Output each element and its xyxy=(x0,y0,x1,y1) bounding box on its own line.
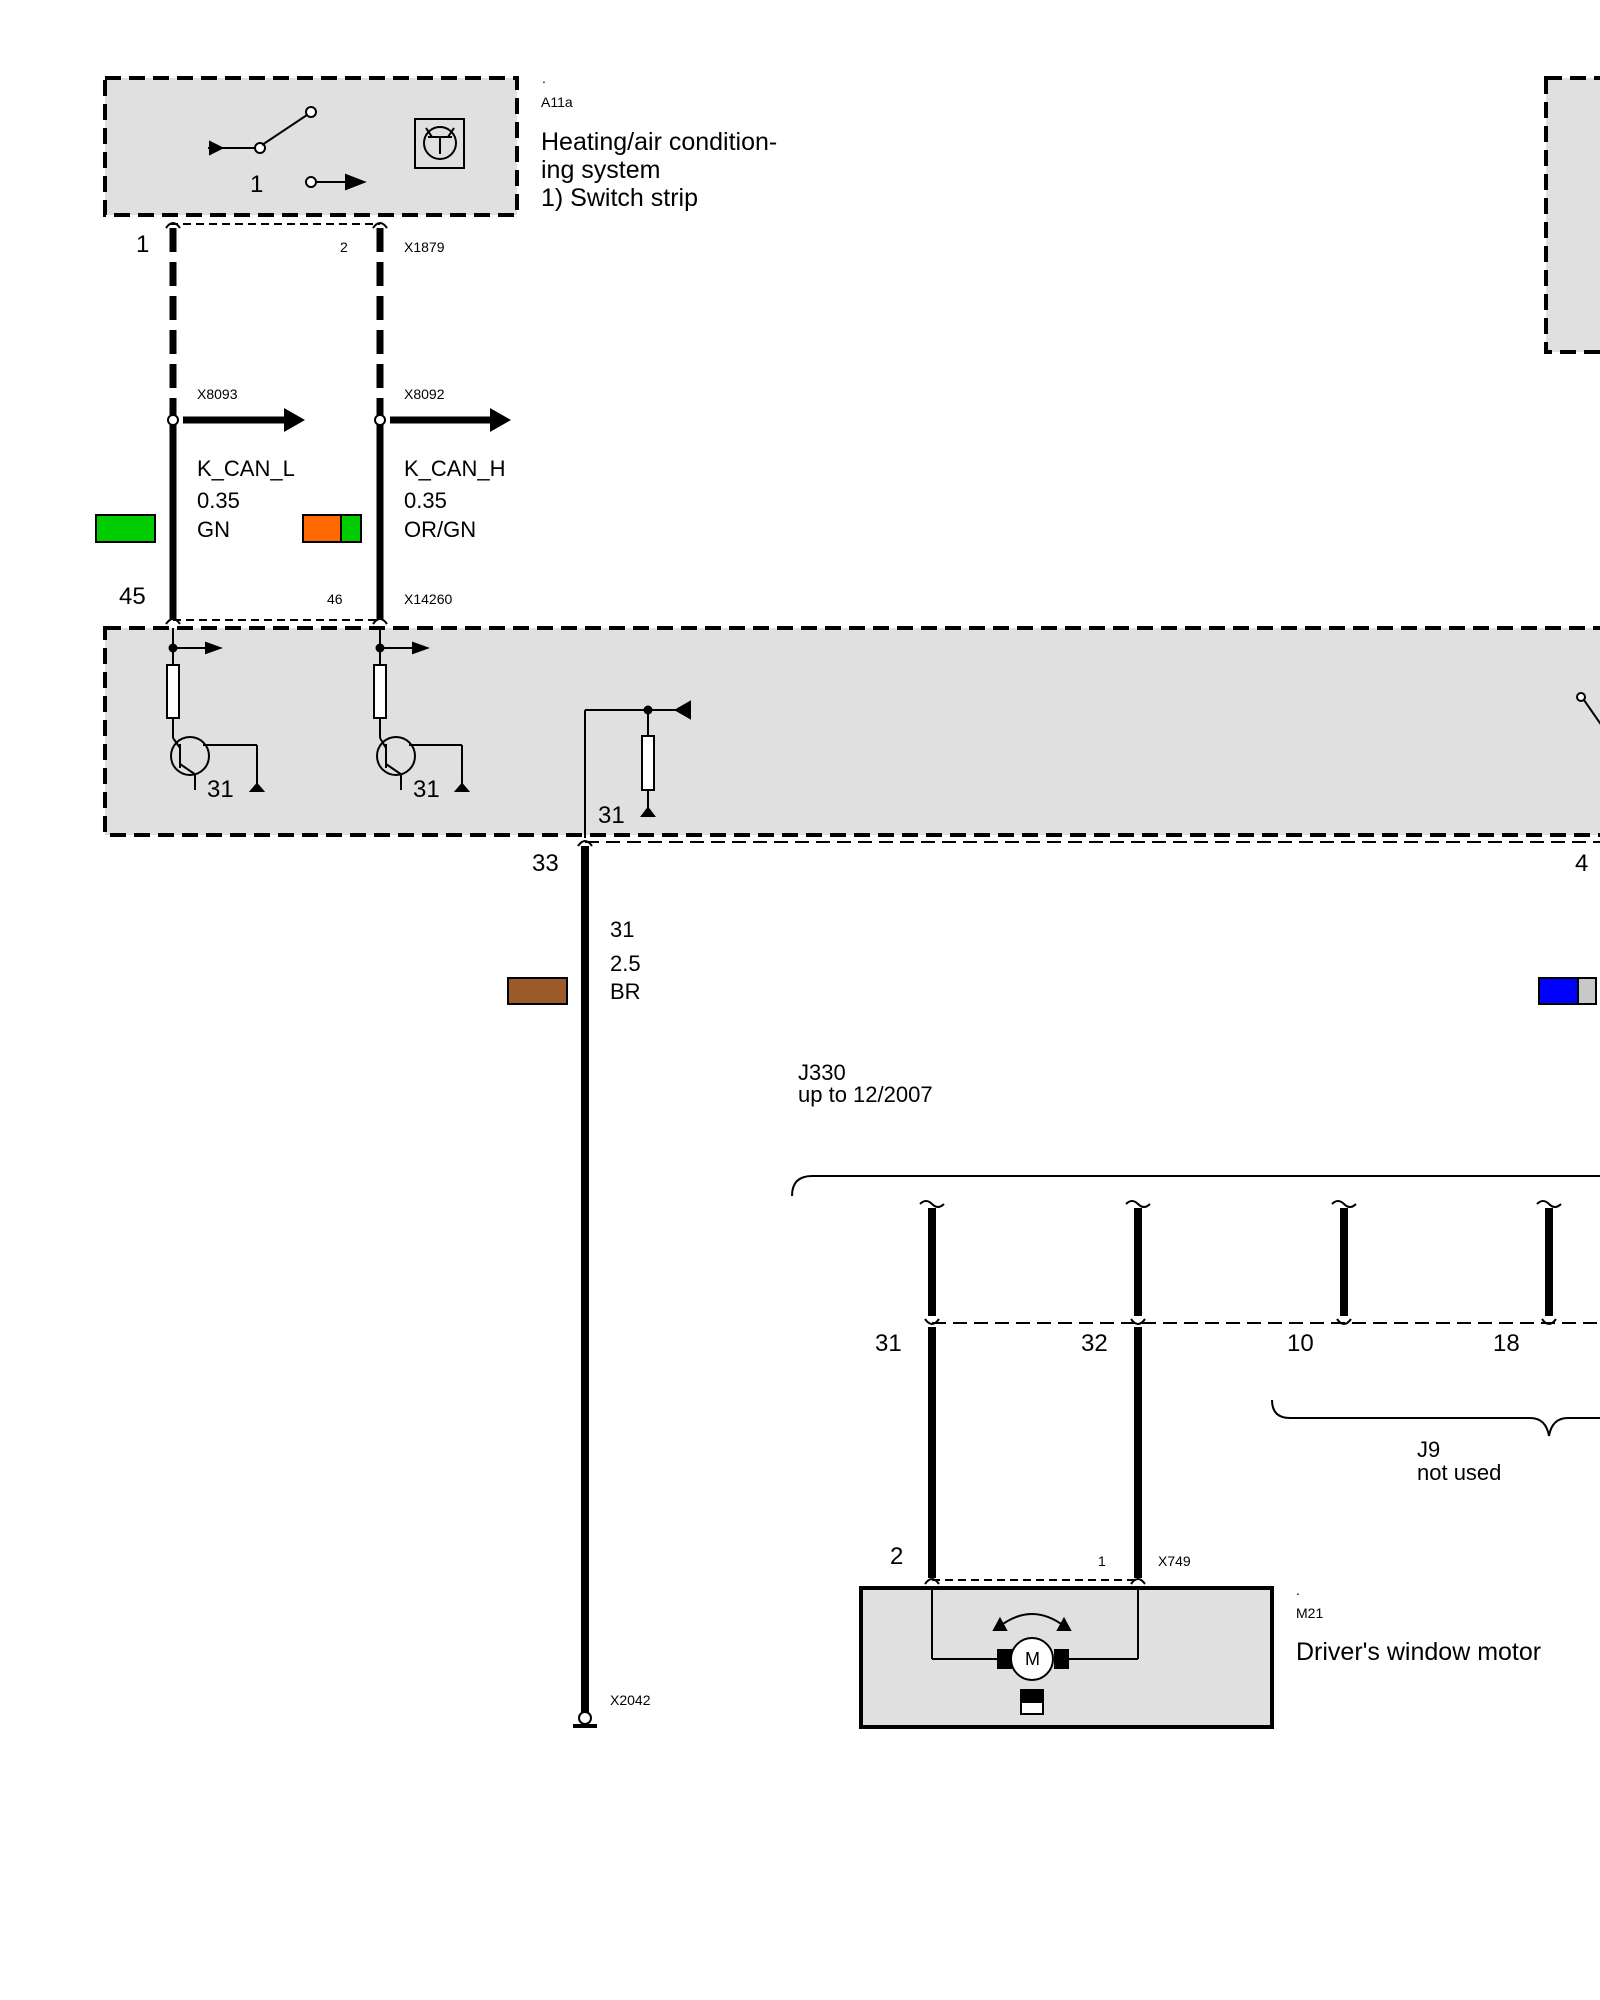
a11a-description-line2: ing system xyxy=(541,156,660,184)
wire-can-h: X8092 K_CAN_H 0.35 OR/GN xyxy=(302,228,511,620)
transceiver-l-icon xyxy=(166,628,266,792)
right-wire-color-swatch xyxy=(1538,977,1597,1005)
can-l-color: GN xyxy=(197,517,230,542)
a11a-description-line3: 1) Switch strip xyxy=(541,184,698,212)
j330-note: up to 12/2007 xyxy=(798,1082,933,1107)
can-l-signal: K_CAN_L xyxy=(197,456,295,481)
a11a-marker: . xyxy=(542,70,546,86)
ground-wire-signal: 31 xyxy=(610,917,634,942)
x14260-pin-45: 45 xyxy=(119,583,146,610)
connector-x1879: 1 2 X1879 xyxy=(136,222,445,258)
x1879-pin-2: 2 xyxy=(340,239,348,255)
x14260-pin-46: 46 xyxy=(327,591,343,607)
can-l-size: 0.35 xyxy=(197,488,240,513)
ground-wire-color: BR xyxy=(610,979,641,1004)
ground-label-3: 31 xyxy=(598,802,625,829)
x8093-label: X8093 xyxy=(197,386,238,402)
m21-id: M21 xyxy=(1296,1605,1323,1621)
control-unit-pin-4: 4 xyxy=(1575,850,1588,877)
switch-number: 1 xyxy=(250,171,263,198)
can-h-signal: K_CAN_H xyxy=(404,456,505,481)
ground-wire-color-swatch xyxy=(507,977,568,1005)
can-h-color: OR/GN xyxy=(404,517,476,542)
a11a-box xyxy=(103,76,519,217)
control-unit-box xyxy=(103,626,1600,837)
a11a-id: A11a xyxy=(541,94,573,110)
ground-wire-size: 2.5 xyxy=(610,951,641,976)
x14260-id: X14260 xyxy=(404,591,452,607)
a11a-description-line1: Heating/air condition- xyxy=(541,128,777,156)
m21-marker: . xyxy=(1296,1582,1300,1598)
transceiver-h-icon xyxy=(373,628,471,792)
j330-pin-32: 32 xyxy=(1081,1330,1108,1357)
motor-symbol: M xyxy=(1025,1649,1040,1669)
j9-id: J9 xyxy=(1417,1437,1440,1462)
switch-icon xyxy=(208,106,367,191)
j330-pin-18: 18 xyxy=(1493,1330,1520,1357)
partial-switch-icon xyxy=(1576,692,1600,725)
j9-brace xyxy=(1271,1399,1600,1437)
x2042-label: X2042 xyxy=(610,1692,651,1708)
wire-can-l: X8093 K_CAN_L 0.35 GN xyxy=(95,228,305,620)
transistor-icon xyxy=(414,118,465,169)
can-l-color-swatch xyxy=(95,514,156,543)
m21-description: Driver's window motor xyxy=(1296,1638,1541,1666)
j330-pin-10: 10 xyxy=(1287,1330,1314,1357)
j9-note: not used xyxy=(1417,1460,1501,1485)
x1879-id: X1879 xyxy=(404,239,445,255)
x8092-label: X8092 xyxy=(404,386,445,402)
control-unit-connector: 33 4 xyxy=(532,840,1600,877)
junction-j9: J9 not used xyxy=(1271,1399,1600,1485)
right-component-box xyxy=(1544,76,1600,354)
x749-pin-1: 1 xyxy=(1098,1553,1106,1569)
j330-pin-31: 31 xyxy=(875,1330,902,1357)
m21-component: M . M21 Driver's window motor xyxy=(859,1582,1541,1729)
x1879-pin-1: 1 xyxy=(136,231,149,258)
ground-label-1: 31 xyxy=(207,776,234,803)
a11a-component: 1 . A11a Heating/air condition- ing syst… xyxy=(103,70,777,217)
j330-brace xyxy=(791,1175,1600,1197)
ground-label-2: 31 xyxy=(413,776,440,803)
wire-ground-31: 31 2.5 BR X2042 xyxy=(507,846,651,1728)
internal-circuit-icon xyxy=(584,700,691,838)
control-unit: 31 31 xyxy=(103,626,1600,838)
j330-id: J330 xyxy=(798,1060,846,1085)
can-h-size: 0.35 xyxy=(404,488,447,513)
motor-icon xyxy=(931,1588,1139,1715)
can-h-color-swatch xyxy=(302,514,362,543)
connector-x14260: 45 46 X14260 xyxy=(119,583,452,625)
x749-id: X749 xyxy=(1158,1553,1191,1569)
control-unit-pin-33: 33 xyxy=(532,850,559,877)
junction-j330: J330 up to 12/2007 31 32 10 18 xyxy=(791,1060,1600,1357)
x749-pin-2: 2 xyxy=(890,1543,903,1570)
ground-point-icon xyxy=(573,1711,597,1728)
connector-x749: 2 1 X749 xyxy=(890,1543,1191,1585)
